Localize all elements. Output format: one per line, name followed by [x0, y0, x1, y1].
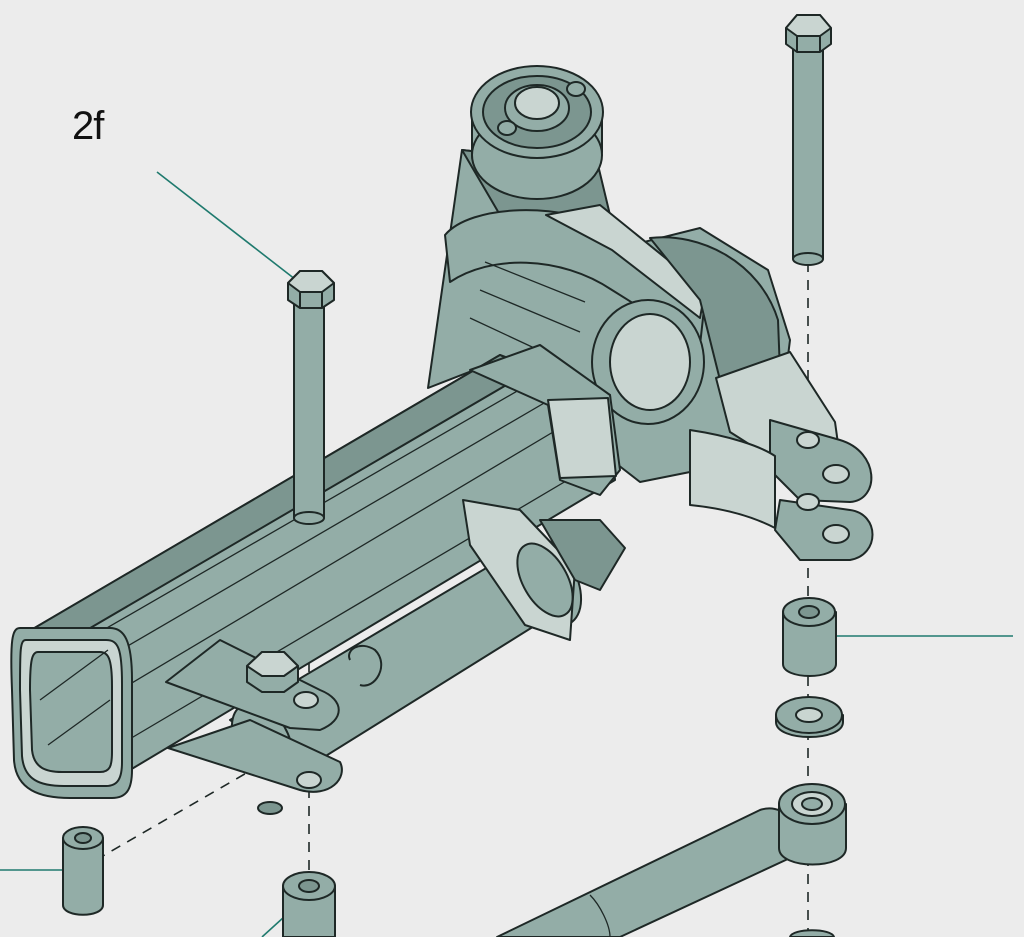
- leader-line-2f: [156, 171, 301, 284]
- fork-ears: [689, 419, 874, 561]
- shock-absorber-lower: [496, 783, 847, 937]
- leader-lines: [0, 171, 1013, 937]
- bushing-bottom: [282, 871, 336, 937]
- bolt-2f: [287, 270, 335, 525]
- bushing-right: [782, 597, 837, 677]
- mounting-plate: [165, 639, 343, 815]
- washer-right: [775, 696, 844, 738]
- steering-hub: [470, 65, 604, 200]
- square-tube: [10, 344, 621, 799]
- bolt-right: [785, 14, 832, 266]
- axis-diagonal: [95, 741, 301, 861]
- bushing-left: [62, 826, 104, 916]
- leader-line-bottom-bushing: [261, 916, 285, 937]
- callout-label-2f: 2f: [72, 104, 104, 148]
